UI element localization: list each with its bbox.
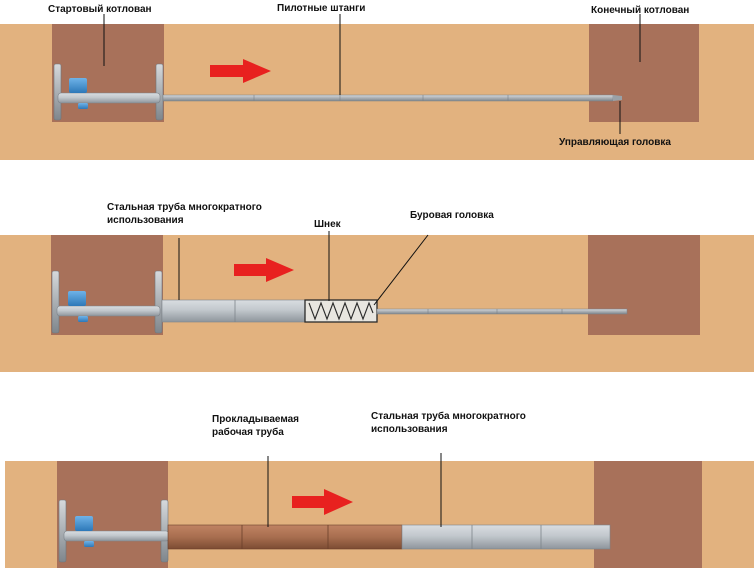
- hydraulic-jack-icon: [53, 63, 164, 121]
- hydraulic-jack-icon: [51, 270, 163, 334]
- start-pit: [52, 24, 164, 122]
- label-steel-pipe: Стальная труба многократного использован…: [371, 411, 526, 435]
- reusable-steel-pipe: [161, 299, 306, 323]
- panel-2-casing-installation: [0, 231, 754, 372]
- label-steering-head: Управляющая головка: [559, 137, 671, 148]
- direction-arrow-icon: [234, 258, 294, 282]
- direction-arrow-icon: [292, 489, 353, 515]
- work-pipe: [167, 524, 403, 550]
- auger: [304, 299, 378, 323]
- label-start-pit: Стартовый котлован: [48, 4, 152, 15]
- label-steel-pipe: Стальная труба многократного использован…: [107, 202, 262, 226]
- label-drill-head: Буровая головка: [410, 210, 494, 221]
- leader-drill-head: [373, 234, 429, 306]
- end-pit: [594, 461, 702, 568]
- pilot-rods: [162, 94, 622, 102]
- pilot-rods: [376, 308, 628, 315]
- hydraulic-jack-icon: [58, 499, 170, 563]
- panel-1-pilot-drilling: [0, 14, 754, 160]
- label-work-pipe: Прокладываемая рабочая труба: [212, 414, 300, 438]
- steering-head: [613, 95, 622, 101]
- end-pit: [588, 235, 700, 335]
- start-pit: [51, 235, 163, 335]
- reusable-steel-pipe: [401, 524, 611, 550]
- label-auger: Шнек: [314, 219, 341, 230]
- label-pilot-rods: Пилотные штанги: [277, 3, 366, 14]
- end-pit: [589, 24, 699, 122]
- panel-3-work-pipe-installation: [5, 453, 754, 568]
- start-pit: [57, 461, 168, 568]
- label-end-pit: Конечный котлован: [591, 5, 690, 16]
- direction-arrow-icon: [210, 59, 271, 83]
